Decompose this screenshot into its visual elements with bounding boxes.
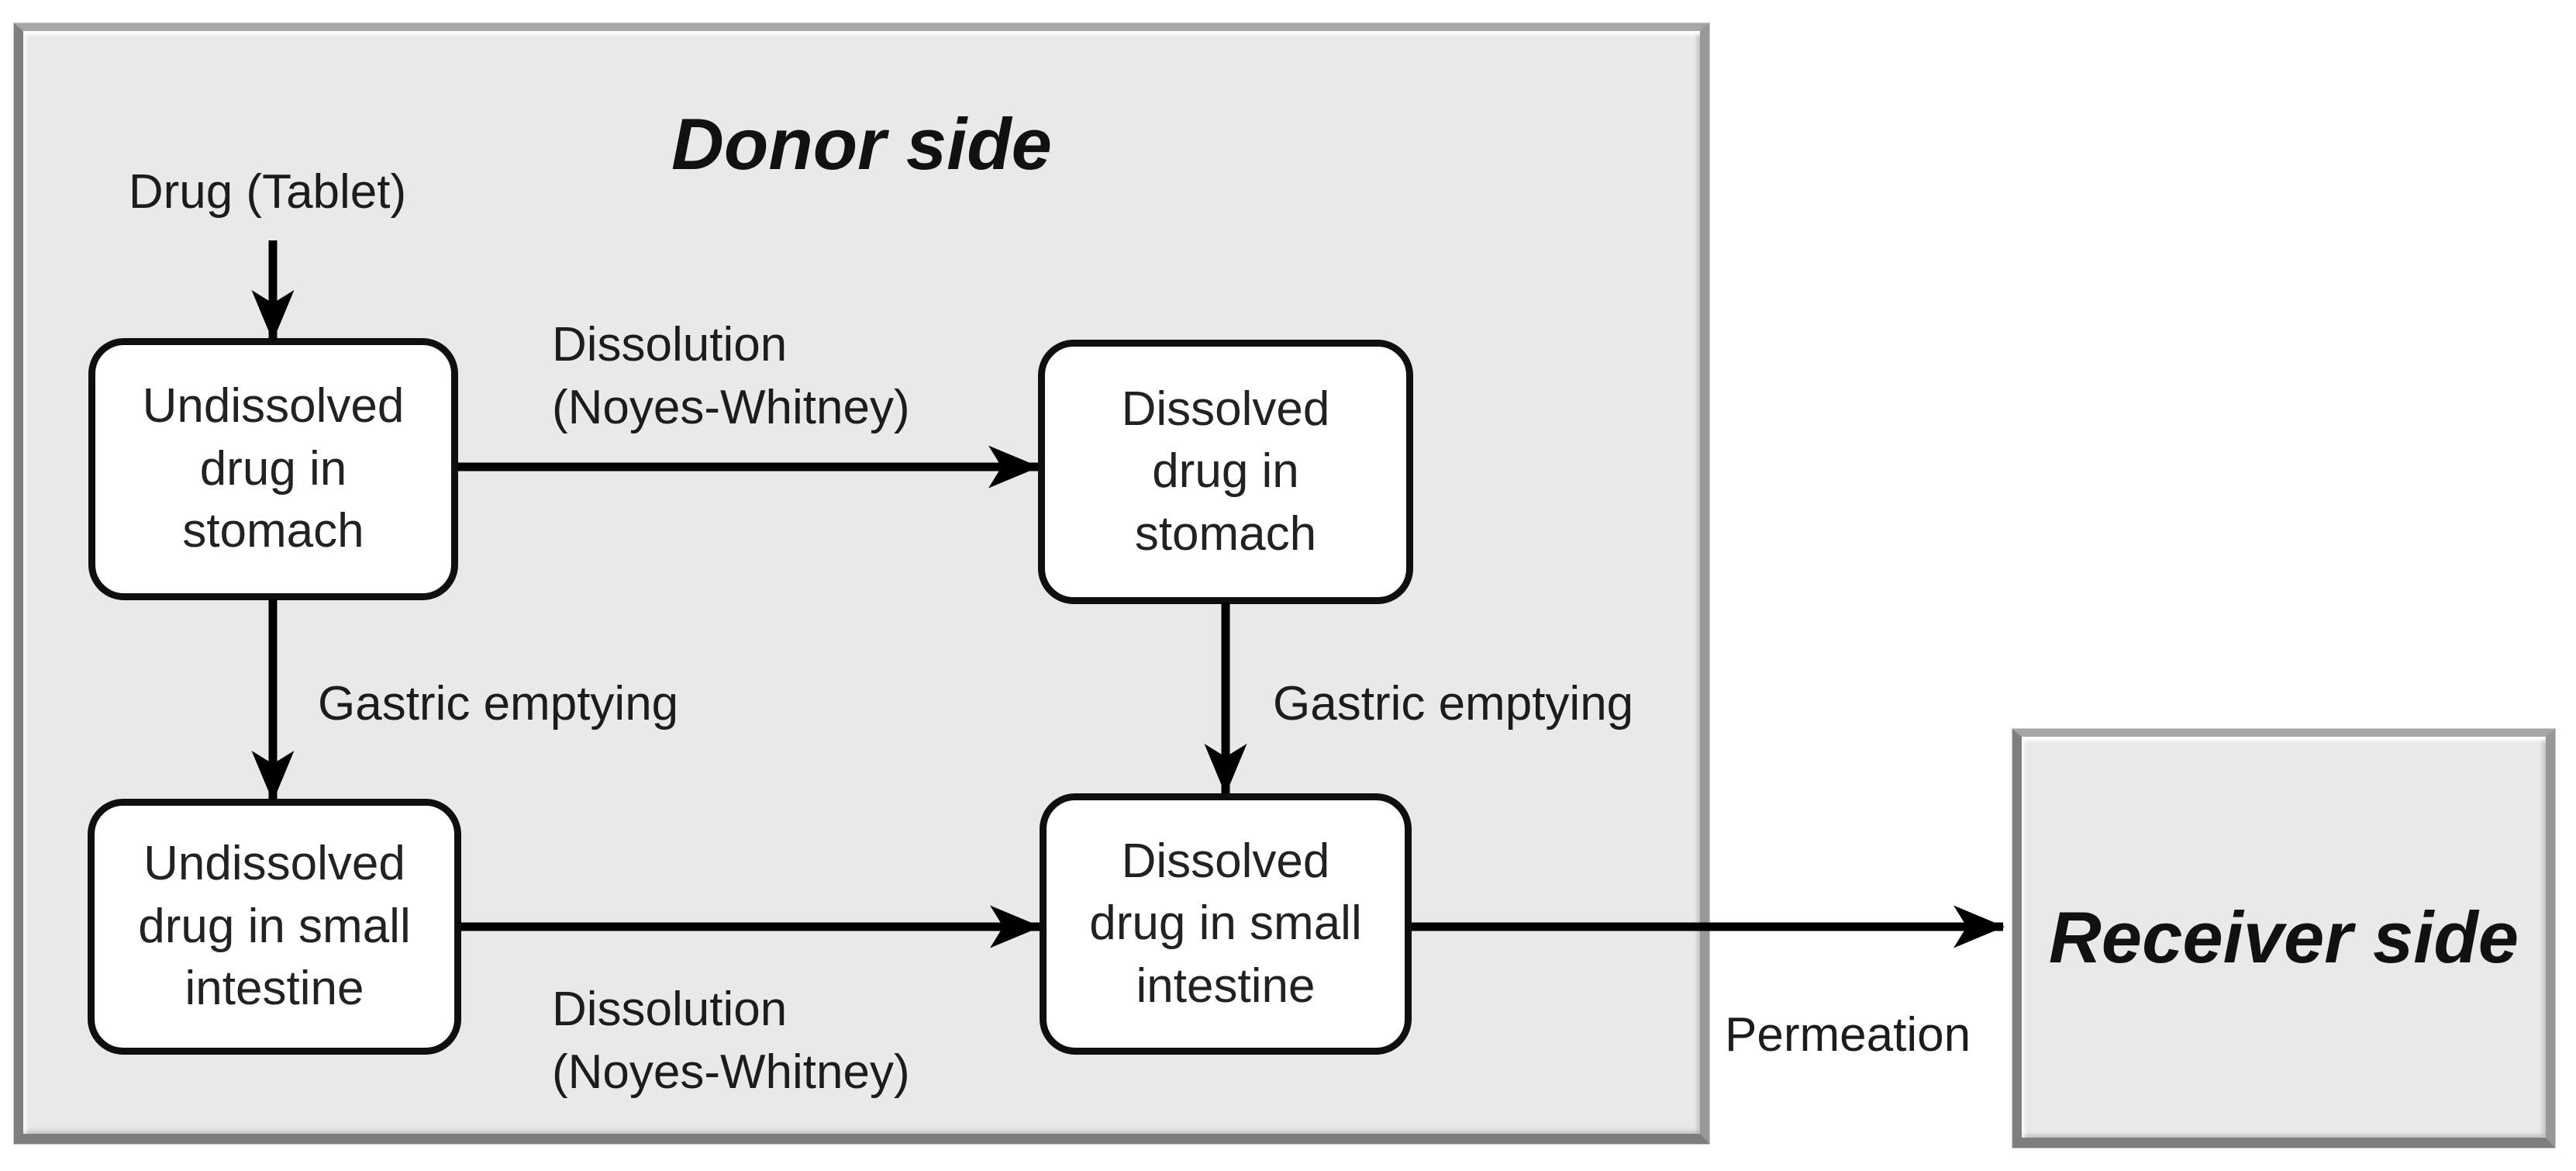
drug-tablet-label: Drug (Tablet) bbox=[128, 165, 407, 219]
node-undissolved-drug-small-intestine: Undissolved drug in small intestine bbox=[88, 799, 461, 1055]
receiver-panel: Receiver side bbox=[2012, 729, 2555, 1148]
node-dissolved-drug-stomach: Dissolved drug in stomach bbox=[1038, 340, 1413, 604]
node-undissolved-drug-stomach: Undissolved drug in stomach bbox=[88, 338, 458, 600]
gastric-emptying-right-label: Gastric emptying bbox=[1273, 677, 1634, 731]
dissolution-bottom-label: Dissolution (Noyes-Whitney) bbox=[552, 983, 910, 1099]
node-dissolved-drug-small-intestine: Dissolved drug in small intestine bbox=[1040, 793, 1412, 1055]
permeation-label: Permeation bbox=[1725, 1008, 1971, 1062]
donor-title: Donor side bbox=[671, 103, 1052, 185]
receiver-title: Receiver side bbox=[2048, 896, 2519, 978]
gastric-emptying-left-label: Gastric emptying bbox=[318, 677, 679, 731]
dissolution-top-label: Dissolution (Noyes-Whitney) bbox=[552, 318, 910, 434]
